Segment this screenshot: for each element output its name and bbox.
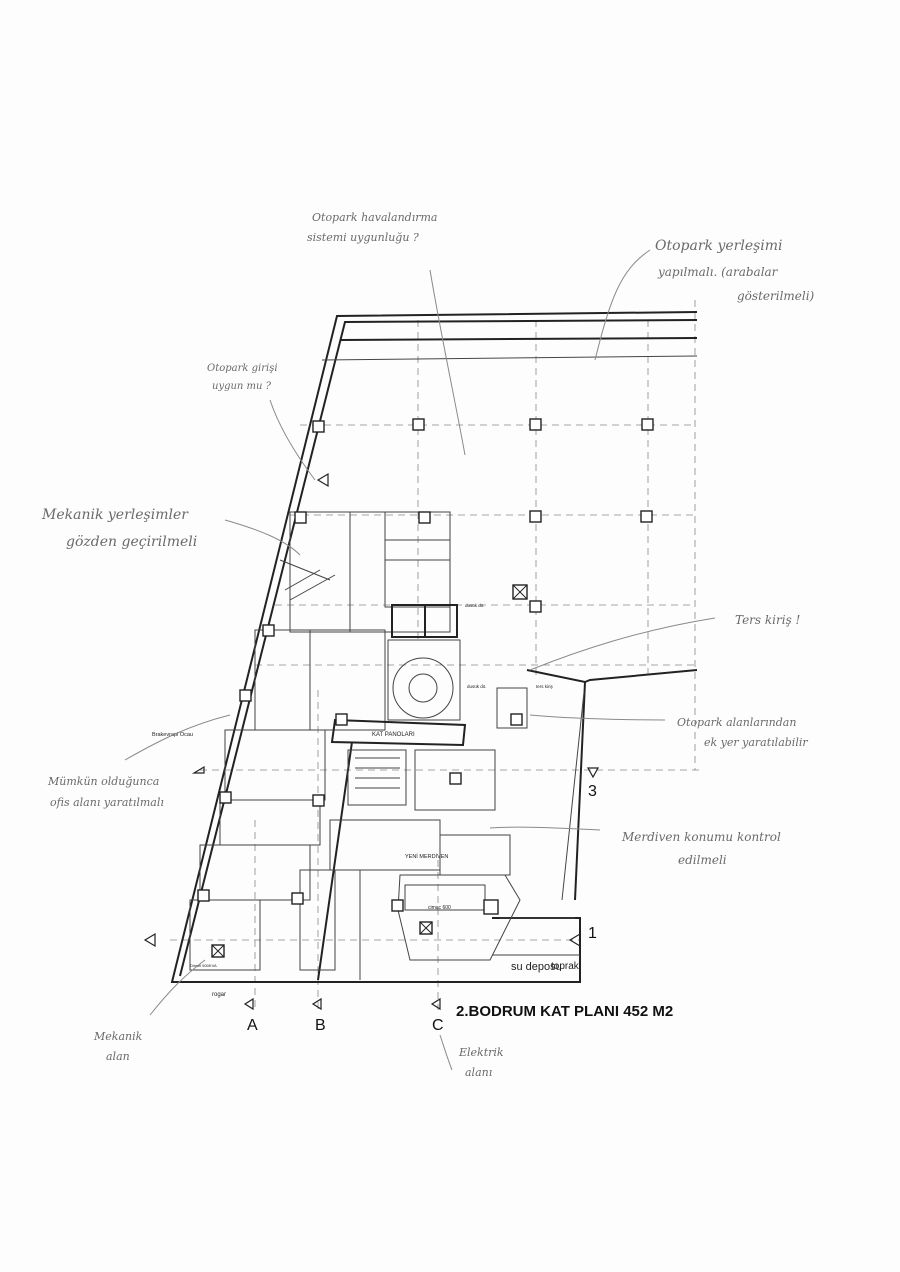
room-label-toprak: toprak [551, 961, 580, 972]
column [510, 713, 523, 726]
interior-walls [189, 511, 528, 981]
note-elec-area-line1: Elektrik [458, 1046, 504, 1059]
note-ventilation-line1: Otopark havalandırma [312, 211, 437, 224]
column [391, 899, 404, 912]
room-label-yeni-merdiven: YENİ MERDİVEN [405, 853, 448, 860]
column [262, 624, 275, 637]
note-reverse-beam: Ters kiriş ! [735, 613, 801, 627]
column [418, 511, 431, 524]
note-mech-area-line1: Mekanik [93, 1030, 143, 1043]
leader-parking-layout [594, 249, 651, 361]
section-markers [143, 472, 600, 1011]
note-extra-space-line2: ek yer yaratılabilir [704, 736, 808, 749]
note-mechanical-line1: Mekanik yerleşimler [41, 507, 189, 523]
column [219, 791, 232, 804]
column [291, 892, 304, 905]
column [335, 713, 348, 726]
column [294, 511, 307, 524]
axis-label-b: B [315, 1017, 326, 1034]
column [529, 600, 542, 613]
note-ventilation-line2: sistemi uygunluğu ? [307, 231, 419, 244]
room-label-cimac: cimac 600 [428, 905, 451, 911]
plan-title: 2.BODRUM KAT PLANI 452 M2 [456, 1003, 673, 1020]
column [529, 418, 542, 431]
outer-walls [170, 311, 698, 983]
note-elec-area-line2: alanı [465, 1066, 492, 1079]
note-stair-line1: Merdiven konumu kontrol [621, 830, 781, 844]
column [529, 510, 542, 523]
leader-mechanical [224, 519, 301, 556]
column [641, 418, 654, 431]
axis-label-a: A [247, 1017, 258, 1034]
structural-grid [170, 300, 700, 1010]
note-mech-area-line2: alan [106, 1050, 130, 1063]
column [197, 889, 210, 902]
column [640, 510, 653, 523]
structural-columns [197, 418, 654, 958]
note-mechanical-line2: gözden geçirilmeli [66, 534, 197, 550]
leader-office [124, 714, 231, 761]
note-office-line2: ofis alanı yaratılmalı [50, 796, 164, 809]
annotation-leaders [124, 249, 716, 1071]
note-office-line1: Mümkün olduğunca [47, 775, 159, 788]
axis-label-1: 1 [588, 925, 597, 942]
note-parking-entry-line1: Otopark girişi [207, 363, 278, 374]
column [239, 689, 252, 702]
room-label-kat-panolari: KAT PANOLARI [372, 732, 415, 738]
note-parking-layout-line1: Otopark yerleşimi [655, 238, 783, 254]
room-label-su-deposu: su deposu [511, 961, 562, 973]
column [312, 794, 325, 807]
leader-mech-area [149, 959, 206, 1016]
note-parking-entry-line2: uygun mu ? [212, 381, 272, 392]
note-parking-layout-line3: gösterilmeli) [737, 289, 815, 303]
column [412, 418, 425, 431]
leader-stair [489, 826, 601, 831]
room-label-rogar: rogar [212, 992, 226, 998]
leader-parking-entry [269, 399, 316, 481]
leader-ventilation [429, 269, 466, 456]
note-parking-layout-line2: yapılmalı. (arabalar [657, 265, 779, 279]
column [312, 420, 325, 433]
leader-reverse-beam [529, 617, 716, 671]
room-label-dusuk-2: dusük dö. [467, 684, 487, 689]
axis-label-3: 3 [588, 783, 597, 800]
note-stair-line2: edilmeli [678, 853, 727, 867]
room-label-dusuk-1: dusük dö. [465, 603, 485, 608]
note-extra-space-line1: Otopark alanlarından [677, 716, 796, 729]
axis-label-c: C [432, 1017, 444, 1034]
leader-elec-area [439, 1034, 453, 1071]
column [483, 899, 499, 915]
room-label-ters-kiris: ters kiriş [536, 684, 553, 689]
leader-extra-space [529, 714, 666, 721]
room-label-small: Dinsel 500KVA [190, 963, 217, 968]
column [449, 772, 462, 785]
